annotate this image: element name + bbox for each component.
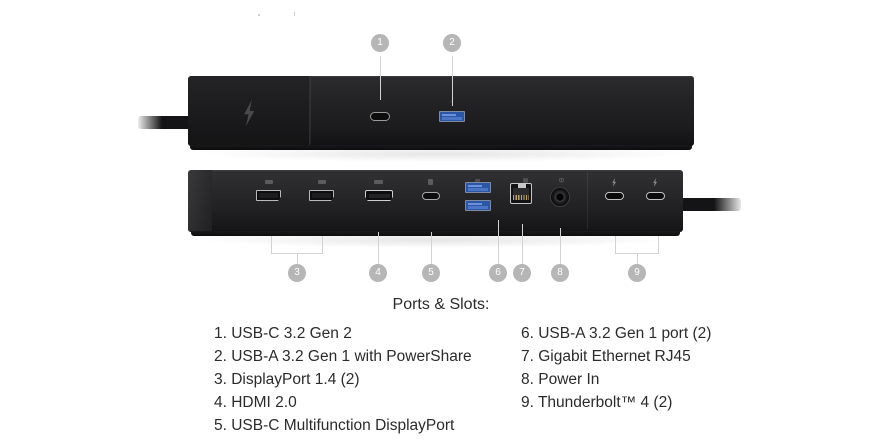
dock-back-left-cap xyxy=(188,170,212,232)
leader-line-3 xyxy=(297,254,298,266)
usb-a-tongue xyxy=(442,114,456,116)
dock-front-seam xyxy=(310,78,311,144)
callout-badge-8[interactable]: 8 xyxy=(551,264,569,282)
usb-a-port-top[interactable] xyxy=(465,182,491,193)
speck-artifact xyxy=(258,14,260,16)
leader-line-1 xyxy=(380,56,381,100)
power-etch-icon xyxy=(559,178,564,184)
dock-back-chassis xyxy=(188,170,683,232)
dock-back-reflection xyxy=(196,232,676,248)
thunderbolt-port-1-bolt-icon xyxy=(611,178,617,187)
ports-list-right: 6. USB-A 3.2 Gen 1 port (2) 7. Gigabit E… xyxy=(521,322,712,414)
list-item: 7. Gigabit Ethernet RJ45 xyxy=(521,348,691,365)
hdmi-port[interactable] xyxy=(365,190,393,201)
page-title: Ports & Slots: xyxy=(392,296,490,313)
list-item: 3. DisplayPort 1.4 (2) xyxy=(214,371,360,388)
rj45-contact-pins xyxy=(513,195,529,200)
callout-badge-1[interactable]: 1 xyxy=(371,34,389,52)
dock-back-bottom-lip xyxy=(191,231,680,236)
callout-badge-5[interactable]: 5 xyxy=(422,264,440,282)
dock-back-seam xyxy=(587,172,588,230)
displayport-1[interactable] xyxy=(256,190,281,201)
rj45-latch-notch xyxy=(518,183,526,188)
front-usb-c-port[interactable] xyxy=(370,112,390,121)
thunderbolt-port-1[interactable] xyxy=(605,192,624,200)
displayport-2-etch-icon xyxy=(318,180,326,184)
front-usb-a-powershare-port[interactable] xyxy=(439,111,465,122)
leader-line-8 xyxy=(560,228,561,266)
bracket-3 xyxy=(271,236,323,254)
power-in-jack[interactable] xyxy=(550,187,570,207)
leader-line-6 xyxy=(498,220,499,266)
list-item: 1. USB-C 3.2 Gen 2 xyxy=(214,325,352,342)
ports-list-left-column: 1. USB-C 3.2 Gen 2 2. USB-A 3.2 Gen 1 wi… xyxy=(214,322,472,437)
leader-line-4 xyxy=(378,232,379,266)
leader-line-5 xyxy=(431,232,432,266)
dock-back-top-bevel xyxy=(188,170,683,173)
hdmi-cavity xyxy=(368,194,390,198)
leader-line-2 xyxy=(452,56,453,106)
dock-back-view xyxy=(188,170,683,236)
thunderbolt-port-2-bolt-icon xyxy=(652,178,658,187)
bracket-9 xyxy=(615,236,659,254)
callout-badge-2[interactable]: 2 xyxy=(443,34,461,52)
list-item: 9. Thunderbolt™ 4 (2) xyxy=(521,394,673,411)
callout-badge-7[interactable]: 7 xyxy=(513,264,531,282)
displayport-1-cavity xyxy=(259,193,278,198)
ports-list-right-column: 6. USB-A 3.2 Gen 1 port (2) 7. Gigabit E… xyxy=(449,322,712,437)
thunderbolt-port-2[interactable] xyxy=(646,192,665,200)
displayport-2[interactable] xyxy=(309,190,334,201)
speck-artifact xyxy=(294,12,295,16)
list-item: 2. USB-A 3.2 Gen 1 with PowerShare xyxy=(214,348,472,365)
usb-a-tongue xyxy=(468,185,482,187)
dock-front-top-bevel xyxy=(188,76,694,79)
usb-c-multifunction-displayport[interactable] xyxy=(422,192,440,200)
callout-badge-9[interactable]: 9 xyxy=(628,264,646,282)
leader-line-7 xyxy=(522,224,523,266)
ethernet-etch-icon xyxy=(523,178,528,183)
usb-c-multifunction-etch-icon xyxy=(428,179,433,185)
ethernet-rj45-port[interactable] xyxy=(510,183,532,204)
hdmi-etch-icon xyxy=(374,180,383,184)
list-item: 8. Power In xyxy=(521,371,600,388)
ports-and-slots-lists: 1. USB-C 3.2 Gen 2 2. USB-A 3.2 Gen 1 wi… xyxy=(214,322,712,437)
list-item: 4. HDMI 2.0 xyxy=(214,394,297,411)
usb-a-tongue xyxy=(468,203,482,205)
list-item: 5. USB-C Multifunction DisplayPort xyxy=(214,417,455,434)
powershare-indicator-dot xyxy=(450,100,453,103)
ports-list-left: 1. USB-C 3.2 Gen 2 2. USB-A 3.2 Gen 1 wi… xyxy=(214,322,472,437)
thunderbolt-bolt-icon xyxy=(240,100,258,126)
displayport-1-etch-icon xyxy=(265,180,273,184)
callout-badge-6[interactable]: 6 xyxy=(489,264,507,282)
rj45-cavity xyxy=(513,188,529,195)
displayport-2-cavity xyxy=(312,193,331,198)
leader-line-9 xyxy=(637,254,638,266)
usb-a-port-bottom[interactable] xyxy=(465,200,491,211)
dock-front-bottom-lip xyxy=(190,145,692,150)
callout-badge-4[interactable]: 4 xyxy=(369,264,387,282)
dock-front-reflection xyxy=(196,146,688,162)
dock-front-view xyxy=(188,76,694,150)
cable-fade-left xyxy=(136,113,162,132)
callout-badge-3[interactable]: 3 xyxy=(288,264,306,282)
list-item: 6. USB-A 3.2 Gen 1 port (2) xyxy=(521,325,712,342)
cable-fade-right xyxy=(714,195,744,214)
